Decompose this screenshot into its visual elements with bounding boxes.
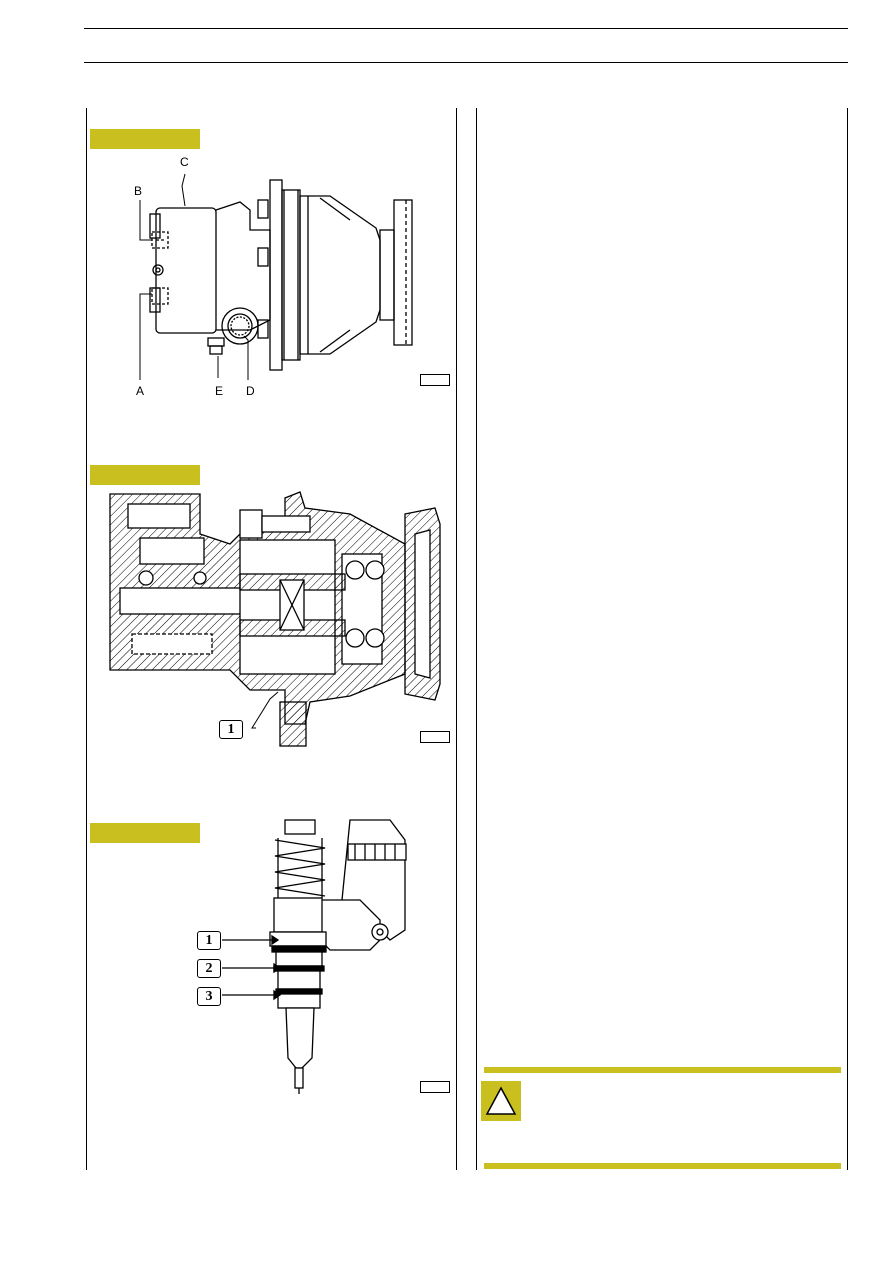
column-divider-left (456, 108, 457, 1170)
column-divider-right (476, 108, 477, 1170)
header-rule-top (84, 28, 848, 29)
figure-2-number-box (420, 731, 450, 743)
figure-1-banner (90, 129, 200, 149)
right-column-border (847, 108, 848, 1170)
warning-icon-box (481, 1081, 521, 1121)
warning-bottom-bar (484, 1163, 841, 1169)
figure-3-number-box (420, 1081, 450, 1093)
figure-3-callout-3: 3 (197, 987, 221, 1006)
figure-3-banner (90, 823, 200, 843)
figure-3-callout-1: 1 (197, 931, 221, 950)
figure-2-banner (90, 465, 200, 485)
figure-1-number-box (420, 374, 450, 386)
figure-1-label-e: E (215, 384, 224, 398)
warning-top-bar (484, 1067, 841, 1073)
header-rule-bottom (84, 62, 848, 63)
figure-1-label-b: B (134, 184, 143, 198)
figure-3-pump-injector-drawing (222, 819, 407, 1094)
figure-1-label-c: C (180, 155, 189, 169)
figure-2-callout-1: 1 (219, 720, 243, 739)
figure-1-label-d: D (246, 384, 255, 398)
figure-1-label-a: A (136, 384, 145, 398)
figure-1-hydraulic-pump-drawing (139, 173, 413, 380)
warning-triangle-icon (485, 1086, 517, 1115)
left-column-border (86, 108, 87, 1170)
figure-2-pump-section-drawing (109, 491, 441, 747)
figure-3-callout-2: 2 (197, 959, 221, 978)
